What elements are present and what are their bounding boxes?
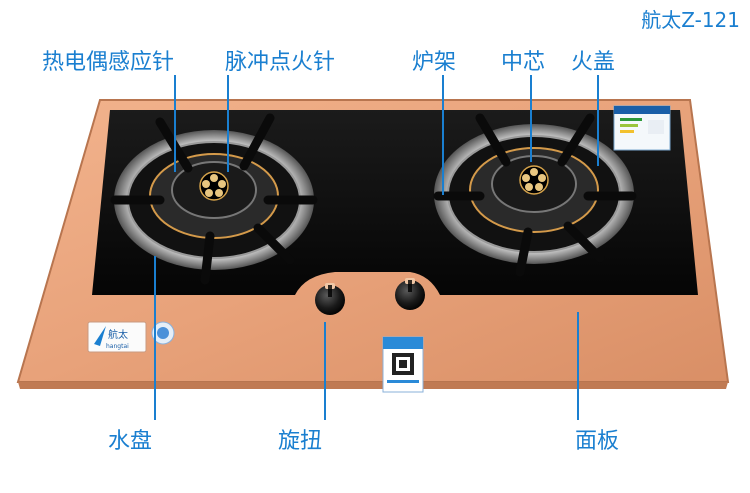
label-drip-tray: 水盘 — [108, 429, 153, 454]
label-knob: 旋扭 — [278, 429, 323, 454]
right-burner — [433, 113, 637, 277]
brand-logo: 航太 hangtai — [87, 321, 147, 353]
label-center-core: 中芯 — [501, 50, 546, 75]
label-fire-cover: 火盖 — [571, 50, 616, 75]
label-pan-support: 炉架 — [412, 50, 457, 75]
knob-right — [395, 278, 425, 310]
logo-en: hangtai — [106, 343, 129, 350]
label-ignition: 脉冲点火针 — [225, 50, 336, 75]
model-title: 航太Z-121 — [641, 8, 740, 32]
leader-lines — [154, 75, 599, 420]
cert-sticker — [382, 336, 424, 393]
label-panel: 面板 — [575, 429, 620, 454]
label-thermocouple: 热电偶感应针 — [42, 50, 175, 75]
energy-label — [613, 105, 671, 151]
logo-cn: 航太 — [108, 328, 128, 341]
round-sticker — [151, 321, 175, 345]
left-burner — [110, 113, 318, 285]
knob-left — [315, 283, 345, 315]
